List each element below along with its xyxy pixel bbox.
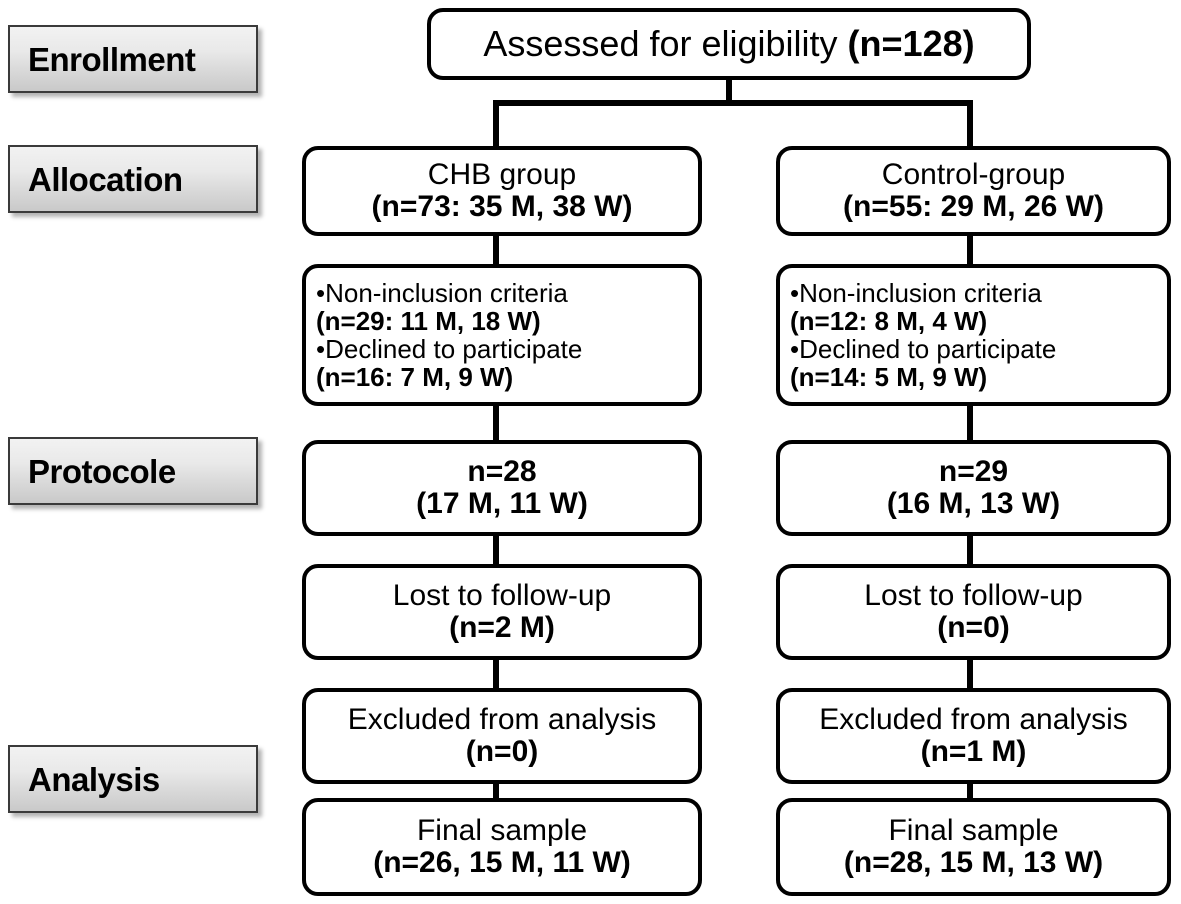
stage-label-allocation: Allocation (8, 145, 258, 213)
box-final-sample-chb: Final sample (n=26, 15 M, 11 W) (302, 798, 702, 896)
box-lost-chb: Lost to follow-up (n=2 M) (302, 564, 702, 660)
exclusion-control-item-1-label: •Declined to participate (790, 334, 1057, 364)
box-lost-control: Lost to follow-up (n=0) (776, 564, 1171, 660)
excluded-chb-title: Excluded from analysis (347, 702, 657, 736)
stage-label-enrollment: Enrollment (8, 25, 258, 93)
connector-control-excl-to-protocole (967, 404, 973, 442)
connector-control-alloc-to-excl (967, 234, 973, 266)
assessed-for-eligibility-line: Assessed for eligibility (n=128) (483, 24, 974, 64)
final-chb-title: Final sample (416, 813, 588, 847)
box-assessed-for-eligibility: Assessed for eligibility (n=128) (427, 8, 1031, 80)
connector-control-excluded-to-final (967, 782, 973, 800)
lost-chb-counts: (n=2 M) (449, 611, 555, 644)
box-protocole-control: n=29 (16 M, 13 W) (776, 440, 1171, 536)
protocole-chb-line1: n=28 (467, 454, 537, 488)
exclusion-chb-item-0-counts: (n=29: 11 M, 18 W) (316, 305, 541, 336)
lost-chb-title: Lost to follow-up (392, 578, 612, 612)
connector-control-protocole-to-lost (967, 534, 973, 566)
excluded-control-title: Excluded from analysis (819, 702, 1128, 736)
box-allocation-chb: CHB group (n=73: 35 M, 38 W) (302, 146, 702, 236)
box-excluded-control: Excluded from analysis (n=1 M) (776, 688, 1171, 784)
final-chb-counts: (n=26, 15 M, 11 W) (373, 846, 631, 879)
allocation-chb-counts: (n=73: 35 M, 38 W) (371, 190, 633, 223)
exclusion-chb-item-0-label: •Non-inclusion criteria (316, 277, 568, 308)
exclusion-control-item-0-counts: (n=12: 8 M, 4 W) (790, 305, 988, 336)
protocole-chb-line2: (17 M, 11 W) (416, 487, 588, 520)
box-allocation-control: Control-group (n=55: 29 M, 26 W) (776, 146, 1171, 236)
final-control-title: Final sample (888, 813, 1059, 847)
lost-control-counts: (n=0) (937, 611, 1010, 644)
stage-label-analysis-text: Analysis (28, 760, 160, 798)
allocation-chb-title: CHB group (427, 157, 577, 191)
connector-chb-excluded-to-final (493, 782, 499, 800)
stage-label-protocole-text: Protocole (28, 452, 176, 490)
connector-split-left-drop (493, 100, 499, 148)
box-excluded-chb: Excluded from analysis (n=0) (302, 688, 702, 784)
protocole-control-line1: n=29 (938, 454, 1009, 488)
box-exclusions-chb: •Non-inclusion criteria (n=29: 11 M, 18 … (302, 264, 702, 406)
stage-label-analysis: Analysis (8, 745, 258, 813)
connector-split-horizontal (493, 100, 973, 106)
stage-label-enrollment-text: Enrollment (28, 40, 196, 78)
connector-chb-excl-to-protocole (493, 404, 499, 442)
box-exclusions-control: •Non-inclusion criteria (n=12: 8 M, 4 W)… (776, 264, 1171, 406)
connector-split-right-drop (967, 100, 973, 148)
stage-label-allocation-text: Allocation (28, 160, 183, 198)
exclusion-chb-item-1-counts: (n=16: 7 M, 9 W) (316, 362, 514, 393)
protocole-control-line2: (16 M, 13 W) (886, 487, 1061, 520)
connector-chb-alloc-to-excl (493, 234, 499, 266)
exclusion-control-item-1-counts: (n=14: 5 M, 9 W) (790, 362, 988, 393)
connector-chb-lost-to-excluded (493, 658, 499, 690)
exclusion-chb-item-1-label: •Declined to participate (316, 334, 583, 364)
assessed-label: Assessed for eligibility (483, 23, 848, 65)
allocation-control-title: Control-group (881, 157, 1066, 191)
box-final-sample-control: Final sample (n=28, 15 M, 13 W) (776, 798, 1171, 896)
connector-control-lost-to-excluded (967, 658, 973, 690)
allocation-control-counts: (n=55: 29 M, 26 W) (843, 190, 1104, 223)
excluded-control-counts: (n=1 M) (920, 735, 1027, 768)
lost-control-title: Lost to follow-up (864, 578, 1083, 612)
connector-enrollment-stub (726, 80, 732, 102)
connector-chb-protocole-to-lost (493, 534, 499, 566)
box-protocole-chb: n=28 (17 M, 11 W) (302, 440, 702, 536)
final-control-counts: (n=28, 15 M, 13 W) (843, 846, 1104, 879)
stage-label-protocole: Protocole (8, 437, 258, 505)
assessed-count: (n=128) (847, 23, 975, 65)
exclusion-control-item-0-label: •Non-inclusion criteria (790, 277, 1042, 308)
excluded-chb-counts: (n=0) (465, 735, 539, 768)
